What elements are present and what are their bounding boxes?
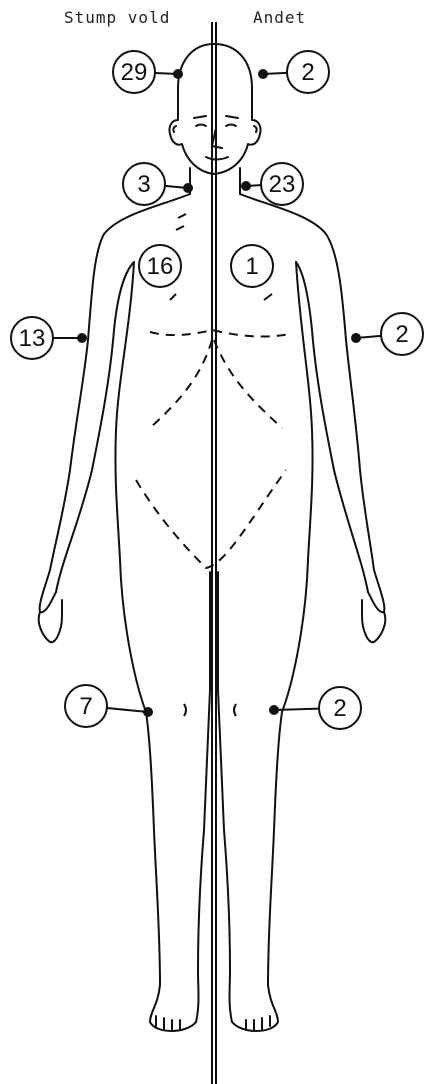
right-leg [218,560,308,1031]
marker-count: 29 [121,59,148,86]
marker-dot [77,333,87,343]
marker-count: 1 [245,253,258,280]
left-leg [120,560,210,1031]
left-arm-inner [56,262,134,592]
left-toes [156,1016,180,1030]
marker-dot [183,183,193,193]
right-hand [362,600,385,642]
chest-line [150,330,290,337]
marker-count: 2 [395,321,408,348]
marker-dot [269,705,279,715]
body-ticks [170,214,272,716]
left-torso-side [115,262,134,560]
left-hand [39,600,62,642]
right-arm-inner [296,262,368,592]
marker-dot [173,69,183,79]
left-ribcage-line [150,340,212,428]
marker-count: 13 [19,325,46,352]
marker-count: 7 [79,693,92,720]
marker-upperarm-right: 2 [351,313,423,355]
marker-leader [274,709,319,710]
marker-neck-left: 3 [123,163,193,205]
nipple-marks [170,294,272,300]
marker-count: 2 [301,59,314,86]
marker-dot [143,707,153,717]
midline-divider [212,22,216,1084]
marker-dot [351,333,361,343]
marker-count: 2 [333,695,346,722]
marker-dot [258,69,268,79]
right-ribcage-line [214,340,282,428]
marker-head-left: 29 [113,51,183,93]
marker-leader [107,708,148,712]
marker-chest-right: 1 [231,245,273,287]
marker-upperarm-left: 13 [11,317,87,359]
marker-chest-left: 16 [139,245,181,287]
marker-count: 23 [269,171,296,198]
marker-dot [241,181,251,191]
left-clavicle-ticks [176,214,186,230]
right-toes [246,1016,270,1030]
marker-head-right: 2 [258,51,329,93]
marker-count: 16 [147,253,174,280]
marker-count: 3 [137,171,150,198]
